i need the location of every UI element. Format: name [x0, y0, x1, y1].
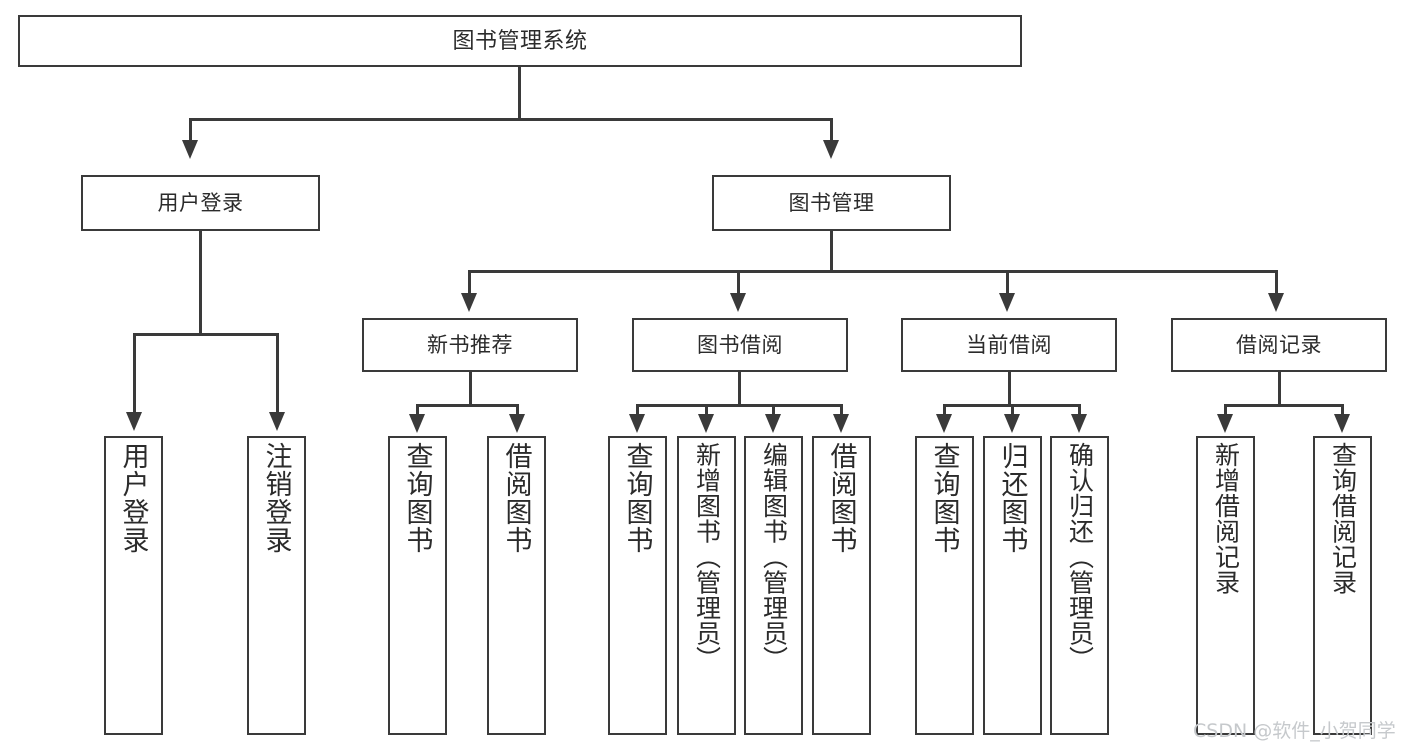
arrowhead-current-leaf-2 [1004, 414, 1020, 433]
arrowhead-leaf-logout [269, 412, 285, 431]
node-label: 借阅记录 [1236, 333, 1322, 357]
node-borrow-record[interactable]: 借阅记录 [1171, 318, 1387, 372]
connector-level2-drop-right [830, 118, 833, 143]
connector-root-stem [518, 67, 521, 118]
node-label: 查询图书 [402, 442, 433, 554]
connector-current-stem [1008, 372, 1011, 406]
node-label: 用户登录 [118, 442, 149, 554]
connector-borrow-stem [738, 372, 741, 406]
arrowhead-borrow-leaf-2 [698, 414, 714, 433]
node-book-borrow[interactable]: 图书借阅 [632, 318, 848, 372]
connector-borrow-drop-3 [772, 404, 775, 416]
node-label: 新书推荐 [427, 333, 513, 357]
arrowhead-current-leaf-1 [936, 414, 952, 433]
node-label: 新增借阅记录 [1211, 442, 1240, 595]
leaf-record-query[interactable]: 查询借阅记录 [1313, 436, 1372, 735]
node-label: 归还图书 [997, 442, 1028, 554]
connector-book-manage-stem [830, 231, 833, 272]
node-label: 注销登录 [261, 442, 292, 554]
leaf-logout[interactable]: 注销登录 [247, 436, 306, 735]
connector-level2-bus [189, 118, 833, 121]
arrowhead-borrow-record [1268, 293, 1284, 312]
leaf-borrow-query-book[interactable]: 查询图书 [608, 436, 667, 735]
connector-recommend-drop-2 [516, 404, 519, 416]
arrowhead-book-borrow [730, 293, 746, 312]
node-label: 查询图书 [622, 442, 653, 554]
node-label: 图书管理 [788, 191, 875, 215]
leaf-borrow-edit-book[interactable]: 编辑图书（管理员） [744, 436, 803, 735]
connector-borrow-drop-4 [840, 404, 843, 416]
node-label: 当前借阅 [966, 333, 1052, 357]
connector-level3-drop-4 [1275, 270, 1278, 295]
arrowhead-new-book-recommend [461, 293, 477, 312]
connector-record-bus [1224, 404, 1344, 407]
node-label: 图书管理系统 [452, 28, 588, 53]
arrowhead-leaf-user-login [126, 412, 142, 431]
node-label: 用户登录 [157, 191, 244, 215]
connector-borrow-drop-1 [636, 404, 639, 416]
connector-level2-drop-left [189, 118, 192, 143]
connector-record-stem [1278, 372, 1281, 406]
connector-level3-bus [468, 270, 1278, 273]
connector-record-drop-1 [1224, 404, 1227, 416]
leaf-current-query-book[interactable]: 查询图书 [915, 436, 974, 735]
leaf-recommend-query-book[interactable]: 查询图书 [388, 436, 447, 735]
node-label: 新增图书（管理员） [692, 442, 721, 672]
node-new-book-recommend[interactable]: 新书推荐 [362, 318, 578, 372]
leaf-current-return-book[interactable]: 归还图书 [983, 436, 1042, 735]
connector-current-drop-3 [1078, 404, 1081, 416]
leaf-current-confirm-return[interactable]: 确认归还（管理员） [1050, 436, 1109, 735]
connector-record-drop-2 [1341, 404, 1344, 416]
arrowhead-record-leaf-1 [1217, 414, 1233, 433]
connector-level3-drop-3 [1006, 270, 1009, 295]
node-label: 确认归还（管理员） [1065, 442, 1094, 672]
arrowhead-book-manage [823, 140, 839, 159]
connector-level3-drop-1 [468, 270, 471, 295]
node-label: 图书借阅 [697, 333, 783, 357]
connector-recommend-bus [416, 404, 519, 407]
leaf-record-add[interactable]: 新增借阅记录 [1196, 436, 1255, 735]
leaf-recommend-borrow-book[interactable]: 借阅图书 [487, 436, 546, 735]
csdn-watermark: CSDN @软件_小贺同学 [1193, 720, 1396, 742]
node-root-system[interactable]: 图书管理系统 [18, 15, 1022, 67]
node-label: 查询图书 [929, 442, 960, 554]
arrowhead-recommend-leaf-2 [509, 414, 525, 433]
node-user-login[interactable]: 用户登录 [81, 175, 320, 231]
connector-level3-drop-2 [737, 270, 740, 295]
connector-user-login-drop-2 [276, 333, 279, 414]
arrowhead-recommend-leaf-1 [409, 414, 425, 433]
node-book-management[interactable]: 图书管理 [712, 175, 951, 231]
node-label: 借阅图书 [826, 442, 857, 554]
connector-recommend-drop-1 [416, 404, 419, 416]
arrowhead-user-login [182, 140, 198, 159]
arrowhead-borrow-leaf-1 [629, 414, 645, 433]
connector-current-drop-2 [1011, 404, 1014, 416]
connector-current-drop-1 [943, 404, 946, 416]
node-label: 查询借阅记录 [1328, 442, 1357, 595]
connector-user-login-bus [133, 333, 279, 336]
arrowhead-borrow-leaf-4 [833, 414, 849, 433]
connector-user-login-drop-1 [133, 333, 136, 414]
node-current-borrow[interactable]: 当前借阅 [901, 318, 1117, 372]
leaf-user-login[interactable]: 用户登录 [104, 436, 163, 735]
node-label: 借阅图书 [501, 442, 532, 554]
leaf-borrow-add-book[interactable]: 新增图书（管理员） [677, 436, 736, 735]
connector-borrow-drop-2 [705, 404, 708, 416]
arrowhead-record-leaf-2 [1334, 414, 1350, 433]
connector-borrow-bus [636, 404, 843, 407]
arrowhead-current-borrow [999, 293, 1015, 312]
connector-user-login-stem [199, 231, 202, 335]
arrowhead-borrow-leaf-3 [765, 414, 781, 433]
connector-recommend-stem [469, 372, 472, 406]
leaf-borrow-borrow-book[interactable]: 借阅图书 [812, 436, 871, 735]
node-label: 编辑图书（管理员） [759, 442, 788, 672]
arrowhead-current-leaf-3 [1071, 414, 1087, 433]
